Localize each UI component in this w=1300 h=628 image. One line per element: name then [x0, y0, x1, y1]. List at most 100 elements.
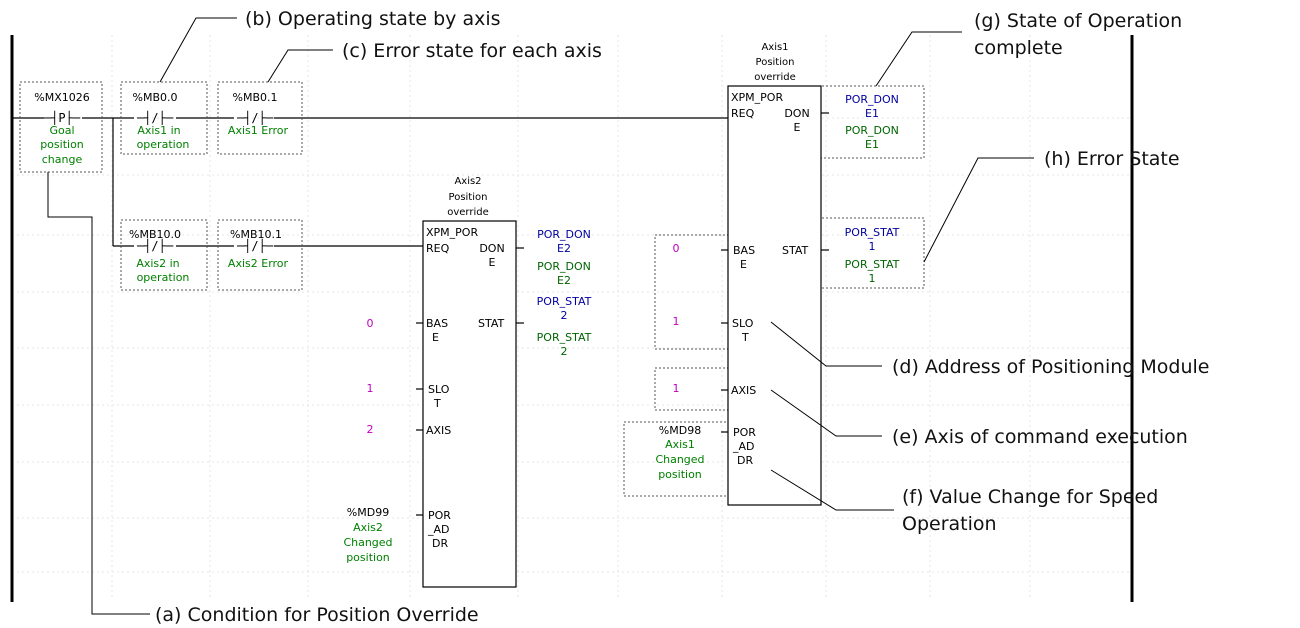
svg-text:position: position — [346, 551, 390, 564]
svg-text:E2: E2 — [557, 242, 571, 255]
svg-text:%MX1026: %MX1026 — [34, 91, 89, 104]
svg-text:_AD: _AD — [732, 440, 755, 453]
svg-text:DR: DR — [737, 454, 753, 467]
svg-text:position: position — [658, 468, 702, 481]
svg-text:%MB10.0: %MB10.0 — [129, 228, 181, 241]
svg-text:1: 1 — [673, 382, 680, 395]
svg-text:E1: E1 — [865, 138, 879, 151]
svg-text:Axis1: Axis1 — [665, 438, 695, 451]
svg-text:operation: operation — [137, 271, 190, 284]
svg-text:Axis1 in: Axis1 in — [137, 124, 180, 137]
svg-text:POR_DON: POR_DON — [537, 228, 591, 241]
svg-text:─┤/├─: ─┤/├─ — [136, 110, 174, 125]
svg-text:BAS: BAS — [733, 244, 755, 257]
svg-text:1: 1 — [673, 315, 680, 328]
svg-text:SLO: SLO — [732, 317, 754, 330]
svg-text:STAT: STAT — [782, 244, 809, 257]
function-block-axis1[interactable]: Axis1 Position override XPM_POR REQ DON … — [655, 42, 900, 506]
annotation-g-line2: complete — [974, 37, 1063, 59]
svg-text:%MB10.1: %MB10.1 — [230, 228, 282, 241]
svg-text:Axis2 in: Axis2 in — [136, 257, 179, 270]
annotation-h: (h) Error State — [1044, 148, 1180, 170]
svg-text:STAT: STAT — [478, 317, 505, 330]
svg-text:Position: Position — [449, 192, 488, 203]
svg-text:REQ: REQ — [426, 242, 450, 255]
svg-text:override: override — [447, 207, 489, 218]
svg-text:E2: E2 — [557, 274, 571, 287]
svg-text:POR_STAT: POR_STAT — [845, 226, 900, 239]
svg-text:Axis2: Axis2 — [454, 176, 481, 187]
annotation-f-line1: (f) Value Change for Speed — [902, 486, 1158, 508]
svg-text:─┤/├─: ─┤/├─ — [236, 110, 274, 125]
contact-axis2-in-operation[interactable]: %MB10.0 ─┤/├─ Axis2 in operation — [129, 228, 189, 284]
svg-text:Changed: Changed — [655, 453, 704, 466]
svg-text:E: E — [432, 331, 439, 344]
svg-text:POR: POR — [733, 426, 756, 439]
svg-text:override: override — [754, 72, 796, 83]
svg-text:POR: POR — [428, 509, 451, 522]
svg-text:AXIS: AXIS — [426, 424, 451, 437]
ladder-grid — [12, 35, 1132, 598]
svg-text:Axis1: Axis1 — [761, 42, 788, 53]
svg-text:T: T — [433, 397, 441, 410]
svg-text:E: E — [489, 256, 496, 269]
svg-text:E: E — [794, 121, 801, 134]
svg-text:Position: Position — [756, 57, 795, 68]
svg-text:Axis2: Axis2 — [353, 521, 383, 534]
svg-text:Axis2 Error: Axis2 Error — [228, 257, 289, 270]
svg-text:SLO: SLO — [428, 383, 450, 396]
svg-text:DON: DON — [479, 242, 504, 255]
svg-text:Axis1 Error: Axis1 Error — [228, 124, 289, 137]
rung-wires — [12, 117, 728, 247]
svg-text:%MB0.0: %MB0.0 — [133, 91, 178, 104]
svg-text:2: 2 — [561, 309, 568, 322]
svg-text:0: 0 — [673, 242, 680, 255]
svg-text:REQ: REQ — [731, 107, 755, 120]
svg-text:─┤/├─: ─┤/├─ — [236, 238, 274, 253]
svg-text:operation: operation — [137, 138, 190, 151]
svg-text:1: 1 — [367, 382, 374, 395]
svg-text:E1: E1 — [865, 107, 879, 120]
contact-goal-position-change[interactable]: %MX1026 ─┤P├─ Goal position change — [34, 91, 89, 166]
svg-text:%MD98: %MD98 — [659, 424, 701, 437]
annotation-leaders — [47, 17, 1034, 615]
svg-text:BAS: BAS — [426, 317, 448, 330]
svg-text:─┤/├─: ─┤/├─ — [136, 238, 174, 253]
svg-text:1: 1 — [869, 272, 876, 285]
annotation-g-line1: (g) State of Operation — [974, 10, 1182, 32]
annotation-b: (b) Operating state by axis — [245, 8, 501, 30]
svg-text:DR: DR — [432, 537, 448, 550]
svg-text:DON: DON — [784, 107, 809, 120]
svg-text:─┤P├─: ─┤P├─ — [43, 110, 81, 125]
svg-text:POR_STAT: POR_STAT — [845, 258, 900, 271]
svg-text:XPM_POR: XPM_POR — [731, 91, 783, 104]
svg-text:position: position — [40, 138, 84, 151]
svg-text:POR_DON: POR_DON — [845, 124, 899, 137]
svg-text:POR_DON: POR_DON — [537, 260, 591, 273]
annotation-e: (e) Axis of command execution — [892, 426, 1188, 448]
svg-text:2: 2 — [561, 345, 568, 358]
svg-text:T: T — [741, 331, 749, 344]
svg-text:E: E — [740, 258, 747, 271]
svg-text:Goal: Goal — [49, 124, 74, 137]
annotation-f-line2: Operation — [902, 513, 997, 535]
annotation-c: (c) Error state for each axis — [342, 40, 602, 62]
svg-text:AXIS: AXIS — [731, 384, 756, 397]
function-block-axis2[interactable]: Axis2 Position override XPM_POR REQ DON … — [343, 176, 592, 588]
svg-text:2: 2 — [367, 423, 374, 436]
svg-text:change: change — [42, 153, 83, 166]
contact-axis1-error[interactable]: %MB0.1 ─┤/├─ Axis1 Error — [228, 91, 289, 137]
svg-text:1: 1 — [869, 240, 876, 253]
svg-text:POR_STAT: POR_STAT — [537, 295, 592, 308]
svg-text:Changed: Changed — [343, 536, 392, 549]
svg-text:POR_DON: POR_DON — [845, 93, 899, 106]
svg-text:%MB0.1: %MB0.1 — [233, 91, 278, 104]
annotation-d: (d) Address of Positioning Module — [892, 356, 1209, 378]
svg-text:XPM_POR: XPM_POR — [426, 226, 478, 239]
contact-axis2-error[interactable]: %MB10.1 ─┤/├─ Axis2 Error — [228, 228, 289, 270]
annotation-a: (a) Condition for Position Override — [155, 604, 479, 626]
svg-text:%MD99: %MD99 — [347, 506, 389, 519]
svg-text:POR_STAT: POR_STAT — [537, 331, 592, 344]
contact-axis1-in-operation[interactable]: %MB0.0 ─┤/├─ Axis1 in operation — [133, 91, 190, 151]
